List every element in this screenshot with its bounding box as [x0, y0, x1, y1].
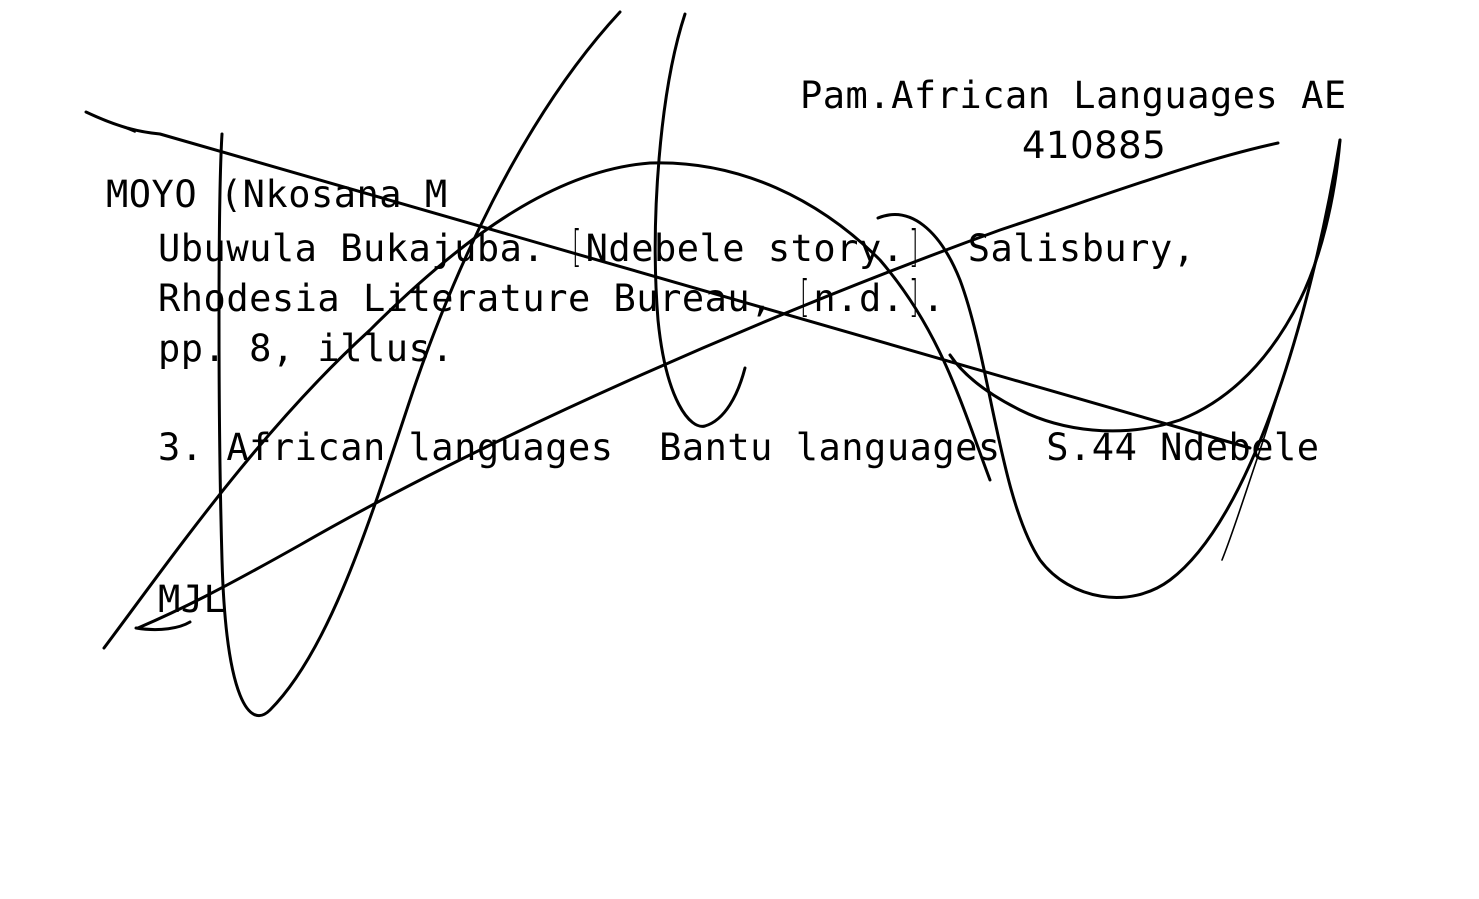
publisher-period: . — [922, 277, 945, 320]
bracket-open: [ — [571, 221, 582, 272]
subject-headings: 3. African languages Bantu languages S.4… — [158, 426, 1320, 469]
author-heading: MOYO (Nkosana M — [106, 173, 448, 216]
bracket-close: ] — [908, 221, 919, 272]
bracket-open: [ — [799, 271, 810, 322]
publication-date: n.d. — [813, 277, 905, 320]
title-text: Ubuwula Bukajuba. — [158, 227, 568, 270]
call-number: Pam.African Languages AE — [800, 74, 1347, 117]
pagination: pp. 8, illus. — [158, 327, 455, 370]
title-statement: Ubuwula Bukajuba. [Ndebele story.] Salis… — [158, 225, 1196, 271]
title-note: Ndebele story. — [585, 227, 905, 270]
place-of-publication: Salisbury, — [922, 227, 1196, 270]
cataloger-initials: MJL — [158, 578, 227, 621]
publisher-statement: Rhodesia Literature Bureau, [n.d.]. — [158, 275, 945, 321]
accession-number: 410885 — [1022, 124, 1167, 167]
bracket-close: ] — [908, 271, 919, 322]
publisher-name: Rhodesia Literature Bureau, — [158, 277, 796, 320]
